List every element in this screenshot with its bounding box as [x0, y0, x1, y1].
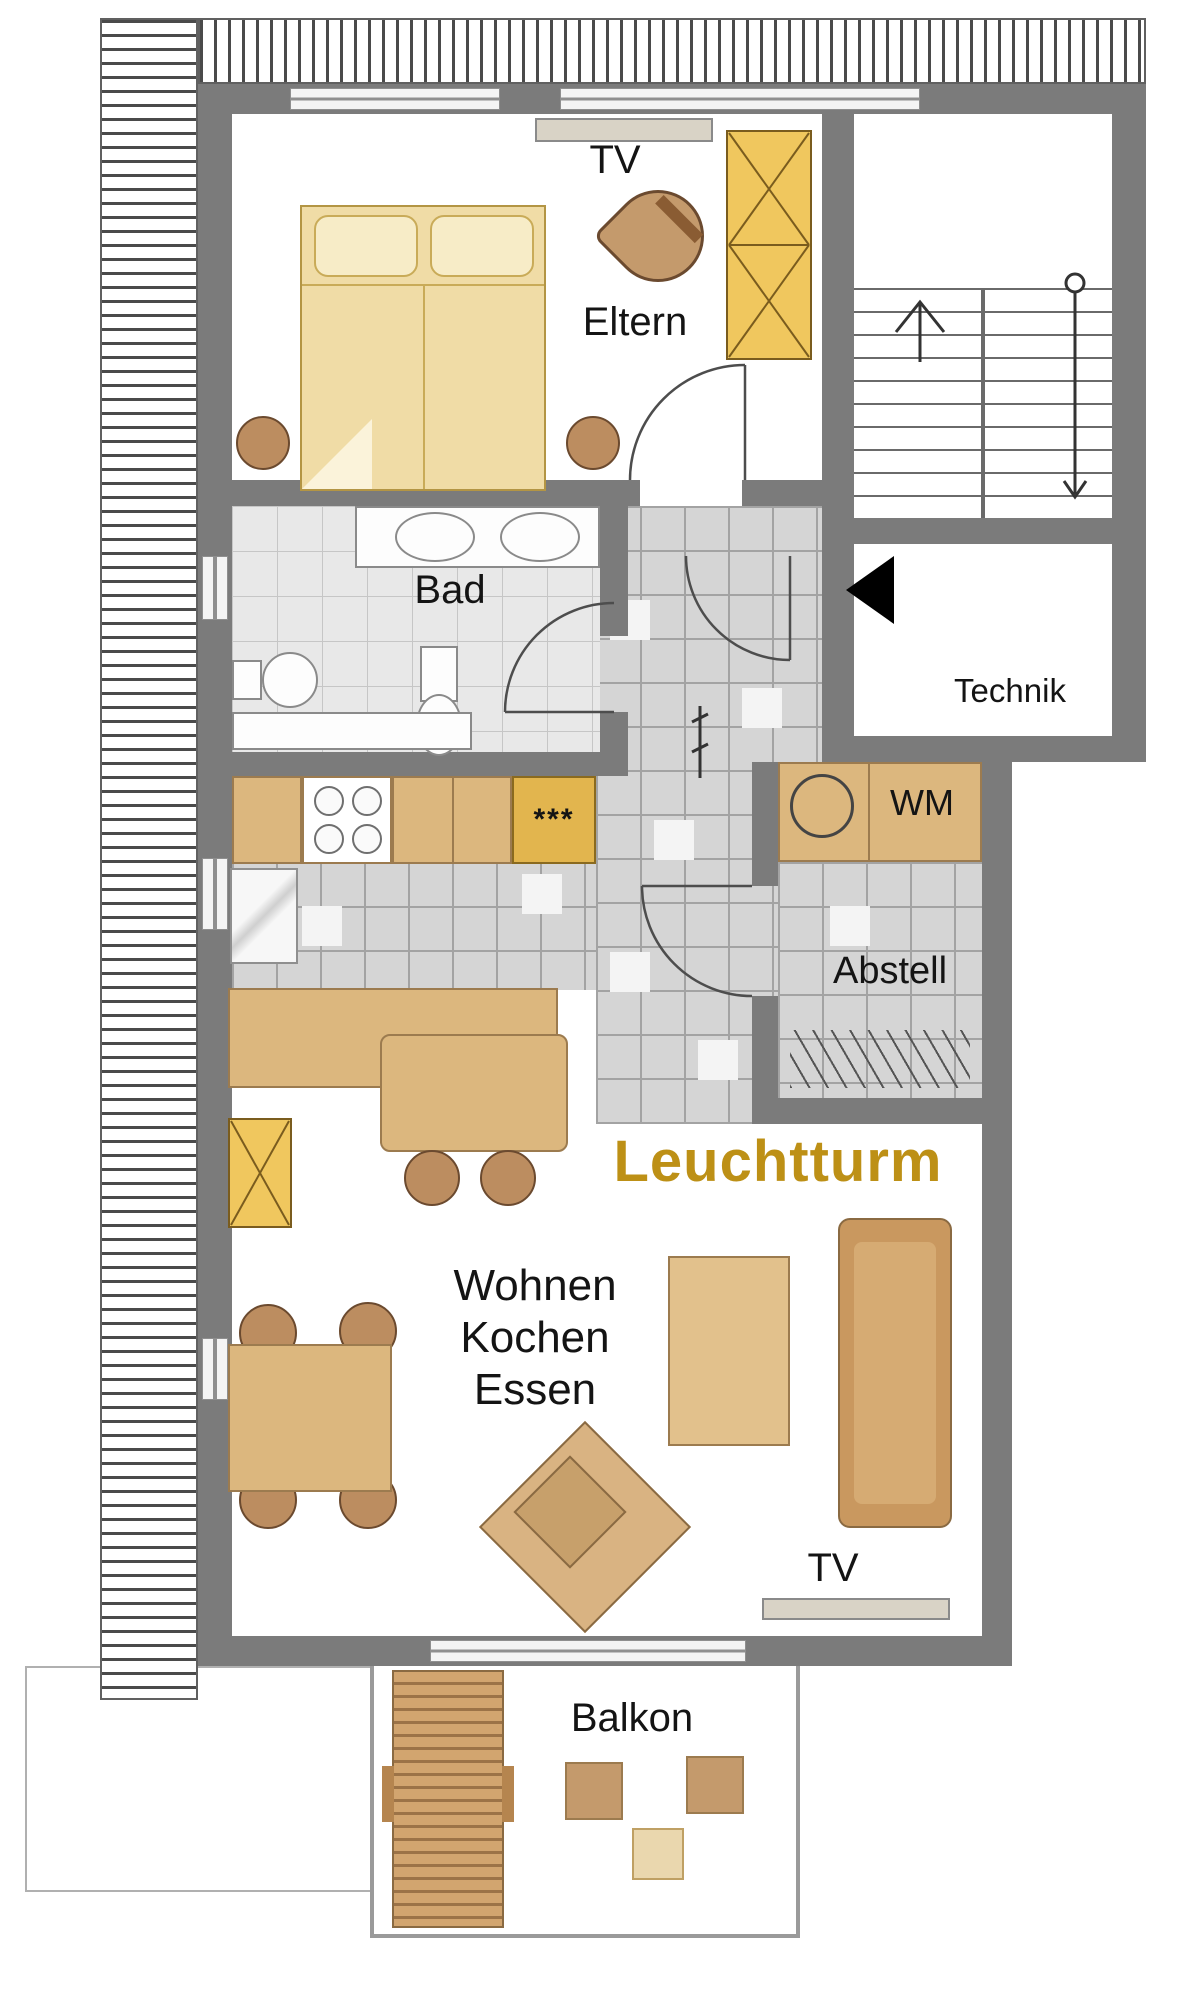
- stove: [302, 776, 392, 864]
- accent-tile: [698, 1040, 738, 1080]
- fridge: [230, 868, 298, 964]
- room-label-wm: WM: [890, 782, 954, 823]
- stair-divider: [981, 288, 985, 518]
- wall-right-lower: [982, 736, 1012, 1666]
- nightstand-left: [236, 416, 290, 470]
- accent-tile: [742, 688, 782, 728]
- door-arc-storage: [640, 885, 753, 998]
- window-left-kitchen: [202, 858, 228, 930]
- kitchen-cabinet-1: [232, 776, 302, 864]
- wc-cistern: [420, 646, 458, 702]
- balcony-seat: [686, 1756, 744, 1814]
- double-bed: [300, 205, 546, 491]
- stair-rail-post: [1064, 272, 1086, 294]
- accent-tile: [654, 820, 694, 860]
- stair-annotations: [691, 272, 1088, 778]
- kitchen-cabinet-gold: ***: [512, 776, 596, 864]
- stair-down-arrow: [1062, 480, 1088, 500]
- wardrobe-cross-pattern: [728, 132, 810, 358]
- window-top-stairwell: [560, 88, 920, 110]
- burner: [314, 824, 344, 854]
- shaft-tick: [691, 742, 709, 754]
- bed-divider-v: [423, 284, 425, 489]
- pillow-left: [314, 215, 418, 277]
- living-room-label: Wohnen Kochen Essen: [428, 1260, 642, 1416]
- accent-tile: [302, 906, 342, 946]
- cabinet-divider: [452, 778, 454, 862]
- blanket-fold: [302, 419, 372, 489]
- bar-stool: [480, 1150, 536, 1206]
- balcony-table: [632, 1828, 684, 1880]
- balcony-door: [430, 1640, 746, 1662]
- wall-right-upper: [1112, 84, 1146, 762]
- room-label-balkon: Balkon: [570, 1696, 694, 1740]
- wardrobe-bedroom: [726, 130, 812, 360]
- window-top-bedroom: [290, 88, 500, 110]
- lounger-handle-right: [502, 1766, 514, 1822]
- shaft-tick: [691, 712, 709, 724]
- roof-hatch-top: [198, 18, 1146, 84]
- wall-storage-bottom: [752, 1098, 1012, 1124]
- window-left-dining: [202, 1338, 228, 1400]
- bar-stool: [404, 1150, 460, 1206]
- wall-storage-left-upper: [752, 762, 778, 886]
- accent-tile: [610, 952, 650, 992]
- door-swings: [503, 363, 792, 998]
- burner: [314, 786, 344, 816]
- door-arc-bath: [503, 601, 615, 713]
- section-arrow: [846, 556, 894, 624]
- kitchen-stars-label: ***: [533, 803, 575, 836]
- room-label-bad: Bad: [414, 568, 486, 612]
- wall-bath-right-lower: [600, 712, 628, 756]
- toilet-bowl: [262, 652, 318, 708]
- toilet-tank: [232, 660, 262, 700]
- wall-bath-right-upper: [600, 506, 628, 636]
- washing-machine: [790, 774, 854, 838]
- label-wohnen: Wohnen: [453, 1261, 617, 1310]
- sofa: [838, 1218, 952, 1528]
- kitchen-cabinet-2: [392, 776, 512, 864]
- lounger-handle-left: [382, 1766, 394, 1822]
- dining-table: [228, 1344, 392, 1492]
- burner: [352, 824, 382, 854]
- burner: [352, 786, 382, 816]
- kitchen-bar: [380, 1034, 568, 1152]
- tv-label-living: TV: [807, 1546, 859, 1590]
- sink-left: [395, 512, 475, 562]
- wm-divider: [868, 764, 870, 860]
- wardrobe-cross-pattern: [230, 1120, 290, 1226]
- wardrobe-living: [228, 1118, 292, 1228]
- wall-stair-technik: [854, 518, 1112, 544]
- tv-shelf-living: [762, 1598, 950, 1620]
- coffee-table: [668, 1256, 790, 1446]
- room-label-technik: Technik: [954, 672, 1066, 709]
- door-arc-bedroom: [628, 363, 746, 481]
- tv-label-bedroom: TV: [589, 138, 641, 182]
- room-label-abstell: Abstell: [832, 950, 948, 992]
- accent-tile: [830, 906, 870, 946]
- tv-shelf-bedroom: [535, 118, 713, 142]
- room-label-eltern: Eltern: [582, 300, 688, 344]
- balcony-seat: [565, 1762, 623, 1820]
- wall-bedroom-bottom-stub: [742, 480, 822, 506]
- plan-title: Leuchtturm: [613, 1129, 943, 1194]
- label-kochen: Kochen: [460, 1313, 610, 1362]
- window-left-bath: [202, 556, 228, 620]
- wall-bath-bottom: [198, 752, 628, 776]
- label-essen: Essen: [473, 1365, 597, 1414]
- sink-right: [500, 512, 580, 562]
- wall-stairwell-left: [822, 114, 854, 518]
- bathtub: [232, 712, 472, 750]
- sofa-cushions: [854, 1242, 936, 1504]
- roof-hatch-left: [100, 18, 198, 1700]
- door-arc-entry: [684, 555, 791, 662]
- accent-tile: [522, 874, 562, 914]
- pillow-right: [430, 215, 534, 277]
- nightstand-right: [566, 416, 620, 470]
- storage-floor-hatch: [790, 1030, 970, 1088]
